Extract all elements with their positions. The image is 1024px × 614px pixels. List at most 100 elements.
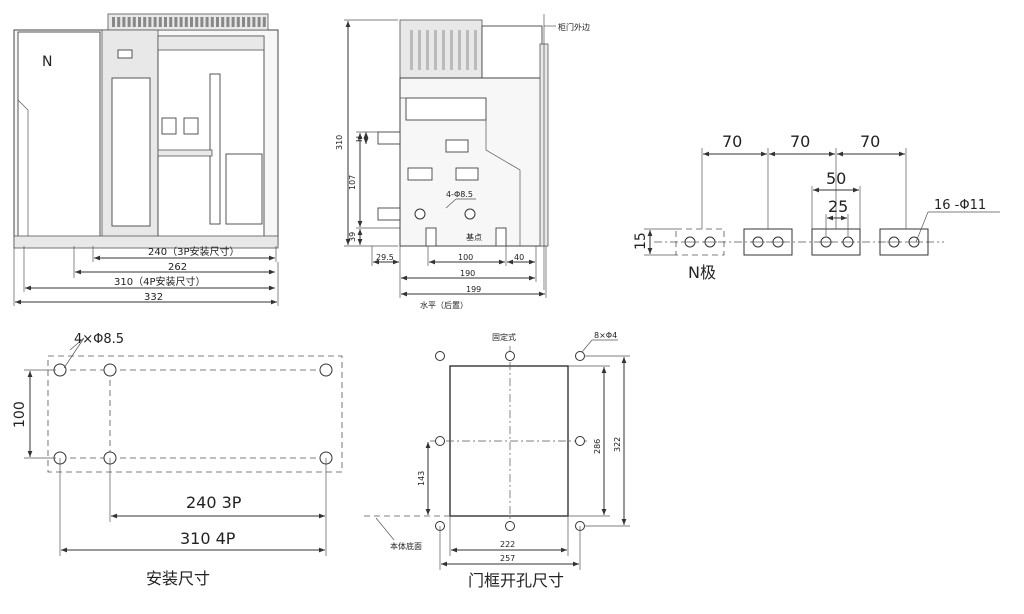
mount-dim-310: 310 4P xyxy=(180,529,236,548)
cutout-hole xyxy=(575,351,585,361)
dim-240: 240（3P安装尺寸） xyxy=(92,245,277,262)
vent-slot xyxy=(117,17,121,27)
vent-slot xyxy=(458,30,461,70)
mount-holes-label: 4×Φ8.5 xyxy=(74,332,124,347)
mount-dim-240: 240 3P xyxy=(186,493,242,512)
terminal-holes-label: 16 -Φ11 xyxy=(934,198,986,213)
vent-slot xyxy=(169,17,173,27)
level-label: 水平（后置） xyxy=(420,300,468,310)
mounting-caption: 安装尺寸 xyxy=(146,569,210,588)
svg-text:29.5: 29.5 xyxy=(376,253,394,262)
svg-text:310（4P安装尺寸）: 310（4P安装尺寸） xyxy=(114,275,205,288)
vent-slot xyxy=(143,17,147,27)
side-view: 柜门外边 310 H 107 39 4-Φ8.5 基点 xyxy=(335,14,590,310)
cutout-caption: 门框开孔尺寸 xyxy=(468,571,564,590)
vent-slot xyxy=(158,17,162,27)
mount-hole xyxy=(103,363,117,377)
terminal-view: 70 70 70 50 25 16 -Φ11 15 N极 xyxy=(633,132,1000,282)
vent-slot xyxy=(410,30,413,70)
svg-text:240（3P安装尺寸）: 240（3P安装尺寸） xyxy=(148,245,239,258)
dim-side-100: 100 xyxy=(429,253,505,265)
svg-text:100: 100 xyxy=(458,253,473,262)
vent-slot xyxy=(174,17,178,27)
vent-slot xyxy=(226,17,230,27)
vent-slot xyxy=(190,17,193,27)
vent-slot xyxy=(132,17,136,27)
vent-slot xyxy=(236,17,240,27)
n-pole-text: N极 xyxy=(688,263,716,282)
vent-slot xyxy=(148,17,152,27)
dim-310: 310（4P安装尺寸） xyxy=(23,246,275,292)
svg-text:310: 310 xyxy=(335,135,344,150)
vent-slot xyxy=(184,17,188,27)
vent-slot xyxy=(195,17,199,27)
vent-slot xyxy=(257,17,261,27)
dim-50: 50 xyxy=(826,169,846,188)
cutout-hole xyxy=(435,436,445,446)
mount-hole xyxy=(319,363,333,377)
vent-slot xyxy=(205,17,209,27)
vent-slot xyxy=(474,30,477,70)
dim-side-29-5: 29.5 xyxy=(373,253,399,265)
breaker-side-body xyxy=(377,19,549,247)
cutout-hole xyxy=(435,351,445,361)
svg-text:190: 190 xyxy=(460,269,475,278)
vent-slot xyxy=(112,17,115,27)
svg-text:40: 40 xyxy=(514,253,524,262)
vent-slot xyxy=(418,30,421,70)
vent-slot xyxy=(434,30,437,70)
svg-text:39: 39 xyxy=(348,232,357,242)
body-bottom-label: 本体底面 xyxy=(390,541,422,551)
vent-slot xyxy=(252,17,256,27)
dim-side-40: 40 xyxy=(507,253,535,265)
n-pole-terminal xyxy=(675,228,725,256)
n-pole-label: N xyxy=(42,54,52,70)
vent-slot xyxy=(221,17,225,27)
svg-text:332: 332 xyxy=(144,292,163,303)
svg-text:262: 262 xyxy=(168,262,187,273)
dim-side-190: 190 xyxy=(401,269,535,281)
fixed-type-label: 固定式 xyxy=(492,332,516,342)
vent-slot xyxy=(242,17,245,27)
cutout-hole xyxy=(575,436,585,446)
vent-slot xyxy=(210,17,214,27)
cutout-hole xyxy=(505,351,515,361)
base-point-label: 基点 xyxy=(466,232,482,242)
vent-slot xyxy=(164,17,167,27)
dim-15: 15 xyxy=(633,232,649,250)
vent-slot xyxy=(450,30,453,70)
dim-side-310: 310 xyxy=(335,19,398,247)
svg-text:107: 107 xyxy=(348,175,357,190)
dim-70-b: 70 xyxy=(790,132,810,151)
cutout-view: 固定式 8×Φ4 286 322 143 本体底面 222 257 门框开孔尺寸 xyxy=(364,331,630,590)
mount-dim-100: 100 xyxy=(12,401,28,428)
vent-slot xyxy=(442,30,445,70)
cutout-dim-222: 222 xyxy=(500,540,515,549)
dim-70-a: 70 xyxy=(722,132,742,151)
vent-slot xyxy=(200,17,204,27)
vent-slot xyxy=(127,17,131,27)
vent-slot xyxy=(247,17,251,27)
svg-text:199: 199 xyxy=(466,285,481,294)
cutout-dim-257: 257 xyxy=(500,554,515,563)
dim-side-199: 199 xyxy=(401,285,545,297)
mounting-view: 4×Φ8.5 100 240 3P 310 4P 安装尺寸 xyxy=(12,332,343,588)
cutout-hole xyxy=(505,521,515,531)
breaker-front-body xyxy=(13,13,279,249)
side-holes-label: 4-Φ8.5 xyxy=(446,190,473,199)
vent-slot xyxy=(262,17,266,27)
vent-slot xyxy=(426,30,429,70)
dim-25: 25 xyxy=(828,197,848,216)
cutout-dim-322: 322 xyxy=(613,437,622,452)
dim-332: 332 xyxy=(13,246,279,306)
dim-70-c: 70 xyxy=(860,132,880,151)
front-view: N 240（3P安装尺寸） 262 310（4P安装尺寸） 332 xyxy=(13,13,279,306)
cutout-holes-label: 8×Φ4 xyxy=(594,331,617,340)
dim-side-107: 107 xyxy=(348,131,378,227)
vent-slot xyxy=(138,17,141,27)
cutout-dim-286: 286 xyxy=(593,439,602,454)
vent-slot xyxy=(179,17,183,27)
dim-262: 262 xyxy=(73,246,275,278)
vent-slot xyxy=(122,17,126,27)
